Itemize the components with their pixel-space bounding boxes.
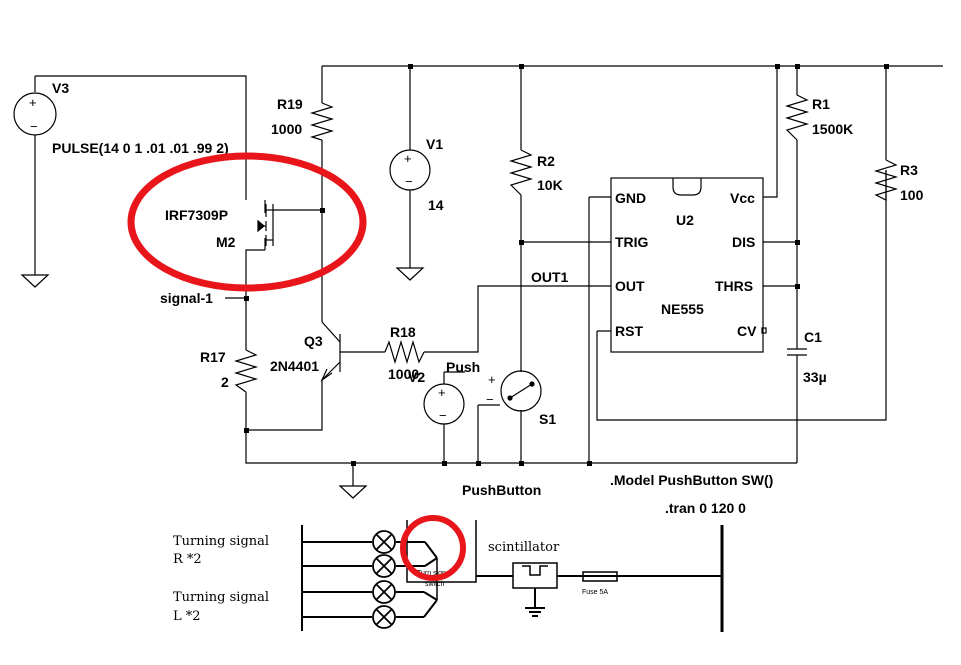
v3-value: PULSE(14 0 1 .01 .01 .99 2) [52,140,229,156]
spice-tran-directive: .tran 0 120 0 [665,500,746,516]
turning-signal-l-sub: L *2 [173,609,201,624]
pin-rst: RST [615,323,643,339]
switch-s1-symbol: + − [486,370,542,412]
m2-name: M2 [216,234,236,250]
pin-dis: DIS [732,234,755,250]
pin-out: OUT [615,278,645,294]
v1-value: 14 [428,197,444,213]
v2-minus: − [439,408,447,423]
s1-name: S1 [539,411,556,427]
v2-plus: + [438,385,446,400]
ground-icon [338,485,368,499]
resistor-r1-symbol [784,94,810,141]
r1-name: R1 [812,96,830,112]
pin-vcc: Vcc [730,190,755,206]
pin-gnd: GND [615,190,646,206]
junction-dots [244,64,889,466]
mosfet-m2-symbol [257,204,274,246]
r3-value: 100 [900,187,924,203]
u2-name: U2 [676,212,694,228]
turning-signal-r-label: Turning signal [173,534,269,549]
pin-trig: TRIG [615,234,649,250]
ne555-chip-symbol [610,177,767,353]
turning-signal-l-label: Turning signal [173,590,269,605]
m2-model: IRF7309P [165,207,228,223]
pushbutton-label: PushButton [462,482,541,498]
v3-name: V3 [52,80,69,96]
v3-source-symbol: + − [13,92,57,136]
r17-value: 2 [221,374,229,390]
transistor-q3-symbol [320,321,341,408]
pin-cv: CV [737,323,757,339]
r19-value: 1000 [271,121,302,137]
scintillator-label: scintillator [488,540,560,555]
resistor-r17-symbol [233,349,259,393]
ground-icon [395,267,425,281]
fuse-label: Fuse 5A [582,589,608,596]
q3-model: 2N4401 [270,358,319,374]
c1-name: C1 [804,329,822,345]
resistor-r2-symbol [508,149,534,196]
resistor-r18-symbol [384,339,425,365]
r2-name: R2 [537,153,555,169]
v2-source-symbol: + − [423,383,465,425]
out1-net-label: OUT1 [531,269,569,285]
switch-label-1: Turn signal [417,570,452,577]
r1-value: 1500K [812,121,853,137]
turning-signal-r-sub: R *2 [173,552,202,567]
wires [34,65,943,486]
r19-name: R19 [277,96,303,112]
v1-name: V1 [426,136,443,152]
v3-plus: + [29,95,37,110]
s1-minus: − [486,392,494,407]
r3-name: R3 [900,162,918,178]
highlight-circle-mosfet [127,152,367,292]
r18-name: R18 [390,324,416,340]
highlight-circle-switch [400,515,466,581]
spice-model-directive: .Model PushButton SW() [610,472,773,488]
v1-source-symbol: + − [389,149,431,191]
q3-name: Q3 [304,333,323,349]
r17-name: R17 [200,349,226,365]
ground-icon [20,274,50,288]
resistor-r3-symbol [873,159,899,201]
push-label: Push [446,359,480,375]
v1-plus: + [404,151,412,166]
r18-value: 1000 [388,366,419,382]
v2-name: V2 [408,369,425,385]
r2-value: 10K [537,177,563,193]
bulb-icons [372,530,396,629]
v1-minus: − [405,174,413,189]
wiring-diagram [301,520,724,632]
pin-thrs: THRS [715,278,753,294]
v3-minus: − [30,119,38,134]
u2-model: NE555 [661,301,704,317]
s1-plus: + [488,372,496,387]
capacitor-c1-symbol [787,348,807,356]
signal-net-label: signal-1 [160,290,213,306]
c1-value: 33µ [803,369,827,385]
switch-label-2: switch [425,581,445,588]
resistor-r19-symbol [309,102,335,141]
